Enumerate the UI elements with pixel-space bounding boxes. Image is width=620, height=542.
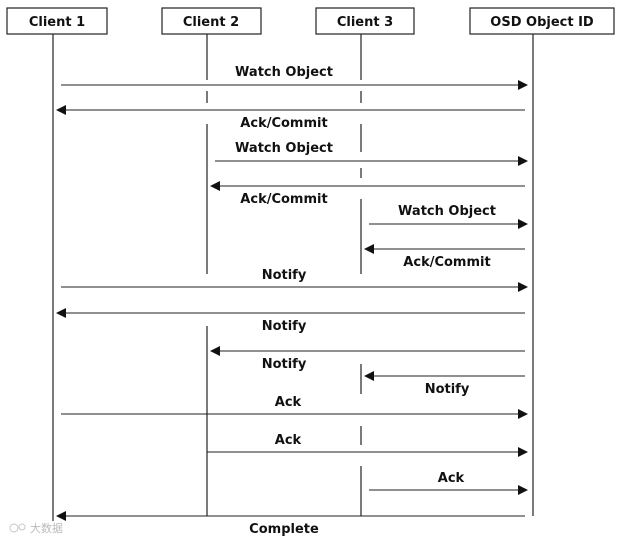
message-label: Notify: [262, 319, 307, 334]
watermark-logo-icon: [9, 523, 19, 533]
message-notify-client-2: Notify: [210, 346, 525, 372]
message-watch-object-client-1: Watch Object: [61, 65, 528, 90]
arrowhead-right: [518, 485, 528, 495]
message-label: Notify: [262, 268, 307, 283]
messages: Watch Object Ack/Commit Watch Object Ack…: [56, 65, 528, 537]
message-complete-client-1: Complete: [56, 511, 525, 537]
arrowhead-left: [210, 346, 220, 356]
message-label: Ack/Commit: [403, 255, 490, 270]
arrowhead-right: [518, 219, 528, 229]
arrowhead-right: [518, 156, 528, 166]
message-label: Ack: [438, 471, 465, 486]
message-label: Ack/Commit: [240, 116, 327, 131]
watermark-text: 大数据: [30, 521, 63, 535]
message-ack-client-2: Ack: [207, 433, 528, 457]
message-label: Watch Object: [398, 204, 496, 219]
participant-label: OSD Object ID: [490, 15, 594, 30]
message-label: Complete: [249, 522, 319, 537]
arrowhead-left: [56, 308, 66, 318]
arrowhead-left: [56, 511, 66, 521]
message-notify-client-1: Notify: [56, 308, 525, 334]
participant-headers: Client 1 Client 2 Client 3 OSD Object ID: [6, 7, 615, 35]
message-ack-client-3: Ack: [369, 471, 528, 495]
participant-label: Client 3: [337, 15, 393, 30]
message-label: Ack: [275, 395, 302, 410]
arrowhead-right: [518, 447, 528, 457]
watermark: 大数据: [9, 521, 63, 535]
message-ack-commit-client-1: Ack/Commit: [56, 105, 525, 131]
message-label: Notify: [262, 357, 307, 372]
message-label: Ack/Commit: [240, 192, 327, 207]
participant-osd-object-id: OSD Object ID: [469, 7, 615, 35]
arrowhead-right: [518, 409, 528, 419]
message-ack-commit-client-2: Ack/Commit: [210, 181, 525, 207]
arrowhead-left: [364, 371, 374, 381]
arrowhead-left: [210, 181, 220, 191]
arrowhead-right: [518, 80, 528, 90]
participant-label: Client 1: [29, 15, 85, 30]
message-watch-object-client-3: Watch Object: [369, 204, 528, 229]
message-ack-commit-client-3: Ack/Commit: [364, 244, 525, 270]
arrowhead-left: [56, 105, 66, 115]
message-notify-client-3: Notify: [364, 371, 525, 397]
arrowhead-left: [364, 244, 374, 254]
message-label: Watch Object: [235, 141, 333, 156]
participant-client-2: Client 2: [161, 7, 262, 35]
message-label: Ack: [275, 433, 302, 448]
participant-client-1: Client 1: [6, 7, 108, 35]
arrowhead-right: [518, 282, 528, 292]
message-watch-object-client-2: Watch Object: [215, 141, 528, 166]
message-notify-to-osd: Notify: [61, 268, 528, 292]
message-ack-client-1: Ack: [61, 395, 528, 419]
lifelines: [52, 34, 534, 521]
message-label: Watch Object: [235, 65, 333, 80]
message-label: Notify: [425, 382, 470, 397]
participant-label: Client 2: [183, 15, 239, 30]
participant-client-3: Client 3: [315, 7, 415, 35]
